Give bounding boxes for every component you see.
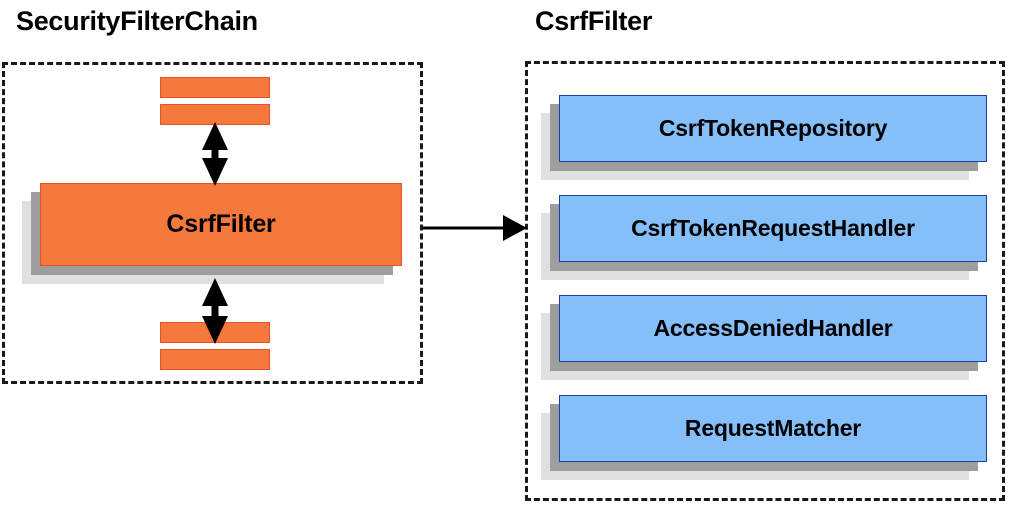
collaborator-box-requestmatcher[interactable]: RequestMatcher (541, 395, 987, 480)
group-box-securityfilterchain (2, 62, 423, 384)
group-box-csrffilter (525, 61, 1005, 501)
expand-arrow-icon (423, 215, 527, 241)
filter-bar-above-2 (160, 104, 270, 125)
filter-box-csrffilter-label: CsrfFilter (40, 183, 402, 266)
panel-title-securityfilterchain: SecurityFilterChain (16, 6, 258, 36)
collaborator-box-csrftokenrepository[interactable]: CsrfTokenRepository (541, 95, 987, 180)
collaborator-label-csrftokenrequesthandler: CsrfTokenRequestHandler (559, 195, 987, 262)
collaborator-label-requestmatcher: RequestMatcher (559, 395, 987, 462)
filter-bar-above-1 (160, 77, 270, 98)
panel-title-csrffilter: CsrfFilter (535, 6, 653, 36)
filter-bar-below-1 (160, 322, 270, 343)
collaborator-label-accessdeniedhandler: AccessDeniedHandler (559, 295, 987, 362)
collaborator-box-csrftokenrequesthandler[interactable]: CsrfTokenRequestHandler (541, 195, 987, 280)
collaborator-box-accessdeniedhandler[interactable]: AccessDeniedHandler (541, 295, 987, 380)
collaborator-label-csrftokenrepository: CsrfTokenRepository (559, 95, 987, 162)
filter-box-csrffilter[interactable]: CsrfFilter (22, 183, 402, 284)
filter-bar-below-2 (160, 349, 270, 370)
